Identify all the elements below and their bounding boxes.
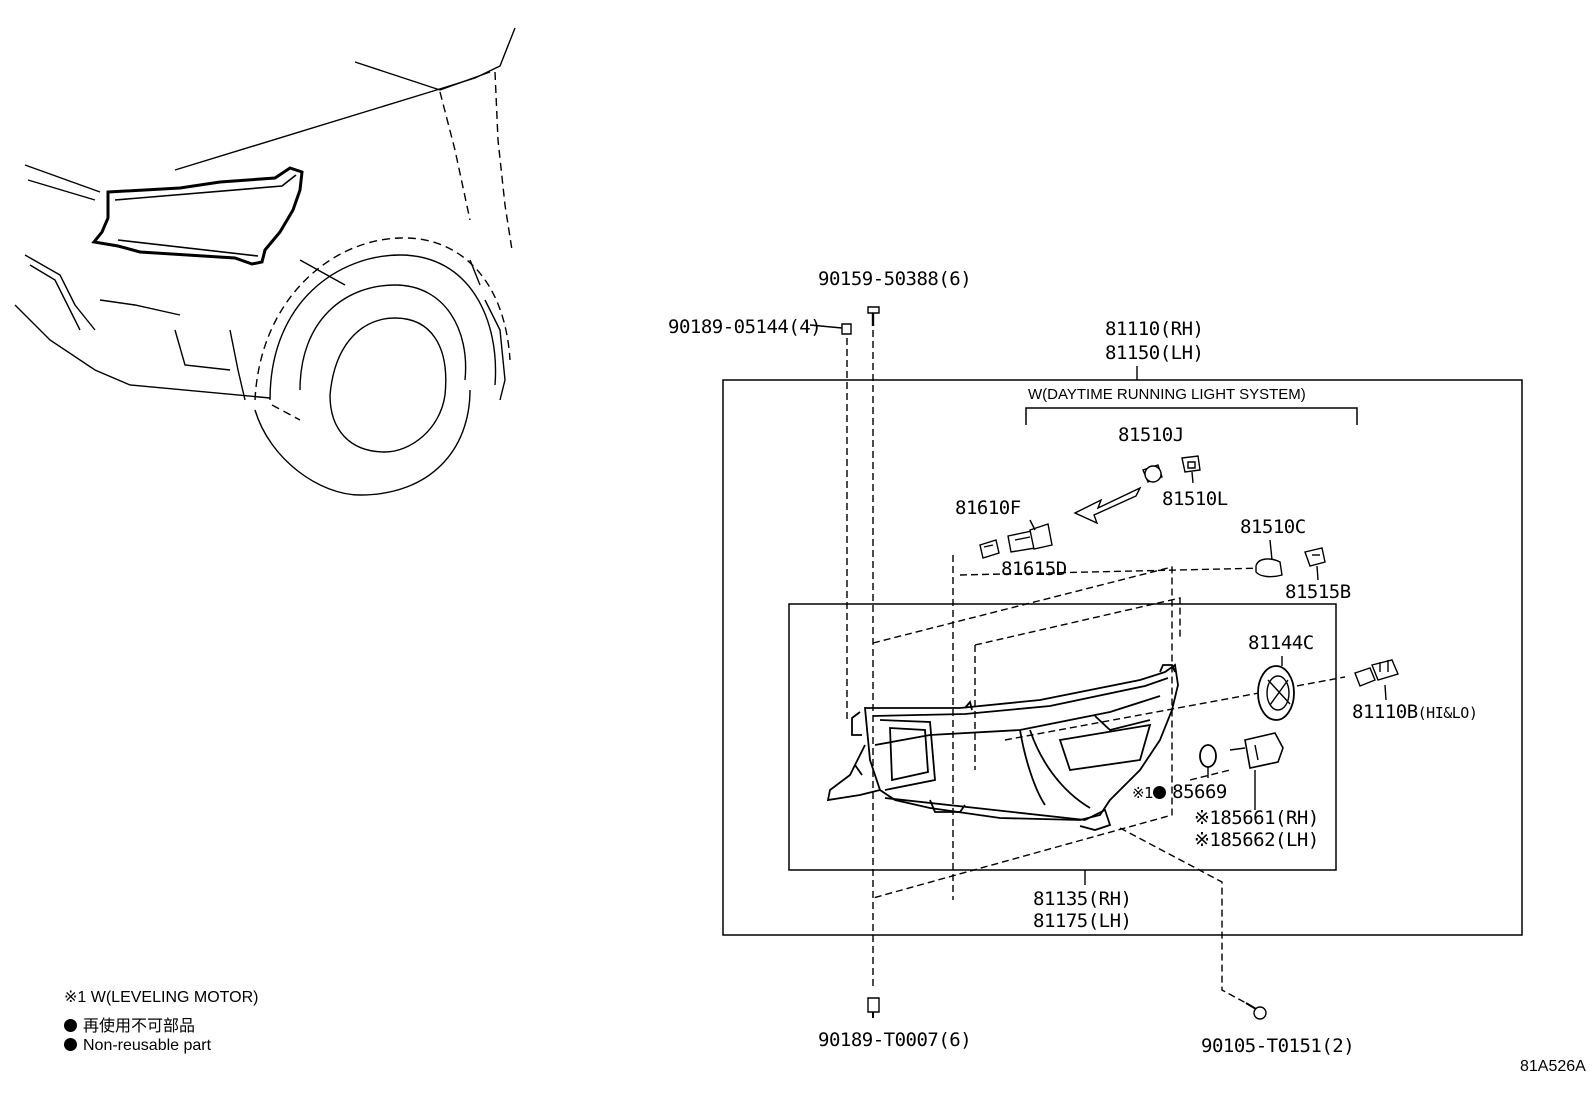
vehicle-sketch xyxy=(14,27,516,496)
direction-arrow-icon xyxy=(1073,486,1142,525)
legend-non-reusable-en-text: Non-reusable part xyxy=(83,1037,212,1054)
label-81144C: 81144C xyxy=(1248,632,1314,654)
label-85662-lh: ※185662(LH) xyxy=(1194,829,1319,851)
leveling-motor-icon xyxy=(1229,732,1284,810)
clip-90189-T0007-icon xyxy=(867,997,880,1018)
label-81110-rh: 81110(RH) xyxy=(1105,318,1204,340)
socket-81510L-icon xyxy=(1181,455,1201,484)
bulb-81510C-icon xyxy=(1255,539,1283,578)
label-90189-T0007: 90189-T0007(6) xyxy=(818,1029,972,1051)
label-85661-rh: ※185661(RH) xyxy=(1194,807,1319,829)
legend-non-reusable-jp-text: 再使用不可部品 xyxy=(83,1018,196,1035)
headlamp-unit xyxy=(826,663,1179,831)
illustration-code: 81A526A xyxy=(1520,1058,1586,1075)
bolt-90105-icon xyxy=(1245,1002,1267,1020)
label-81135-rh: 81135(RH) xyxy=(1033,888,1132,910)
leveling-motor-mark: ※1 xyxy=(1132,784,1154,802)
non-reusable-dot-icon xyxy=(1153,786,1167,799)
label-81615D: 81615D xyxy=(1001,558,1067,580)
cap-81144C-icon xyxy=(1257,656,1295,721)
label-81510L: 81510L xyxy=(1162,488,1228,510)
label-daytime-running-light-system: W(DAYTIME RUNNING LIGHT SYSTEM) xyxy=(1028,386,1306,403)
ring-85669-icon xyxy=(1199,744,1217,778)
socket-81515B-icon xyxy=(1304,547,1326,581)
legend-dot-icon xyxy=(64,1019,77,1032)
assembly-outer-box xyxy=(722,379,1523,936)
label-85669-number: 85669 xyxy=(1172,781,1227,803)
bulb-81110B-icon xyxy=(1354,659,1399,701)
label-81110B-number: 81110B xyxy=(1352,701,1418,723)
label-90105-T0151: 90105-T0151(2) xyxy=(1201,1035,1355,1057)
clip-90189-05144-icon xyxy=(841,323,852,335)
label-85669: ※1 85669 xyxy=(1132,781,1227,803)
system-bracket xyxy=(1025,407,1358,425)
unit-inner-box xyxy=(788,603,1337,871)
legend-leveling-motor: ※1 W(LEVELING MOTOR) xyxy=(64,989,259,1006)
label-81175-lh: 81175(LH) xyxy=(1033,910,1132,932)
bulb-81510J-icon xyxy=(1142,464,1163,483)
label-81150-lh: 81150(LH) xyxy=(1105,342,1204,364)
label-81515B: 81515B xyxy=(1285,581,1351,603)
label-90189-05144: 90189-05144(4) xyxy=(668,316,822,338)
legend-non-reusable-jp: 再使用不可部品 xyxy=(64,1012,195,1036)
legend-non-reusable-en: Non-reusable part xyxy=(64,1037,211,1055)
label-81510C: 81510C xyxy=(1240,516,1306,538)
label-81610F: 81610F xyxy=(955,497,1021,519)
label-81110B-suffix: (HI&LO) xyxy=(1417,704,1478,722)
bulb-81610F-icon xyxy=(979,539,1000,559)
label-90159-50388: 90159-50388(6) xyxy=(818,268,972,290)
bolt-90159-icon xyxy=(867,306,880,326)
label-81110B: 81110B(HI&LO) xyxy=(1352,701,1478,723)
label-81510J: 81510J xyxy=(1118,424,1184,446)
legend-dot-icon xyxy=(64,1038,77,1051)
socket-81615D-icon xyxy=(1007,519,1053,553)
